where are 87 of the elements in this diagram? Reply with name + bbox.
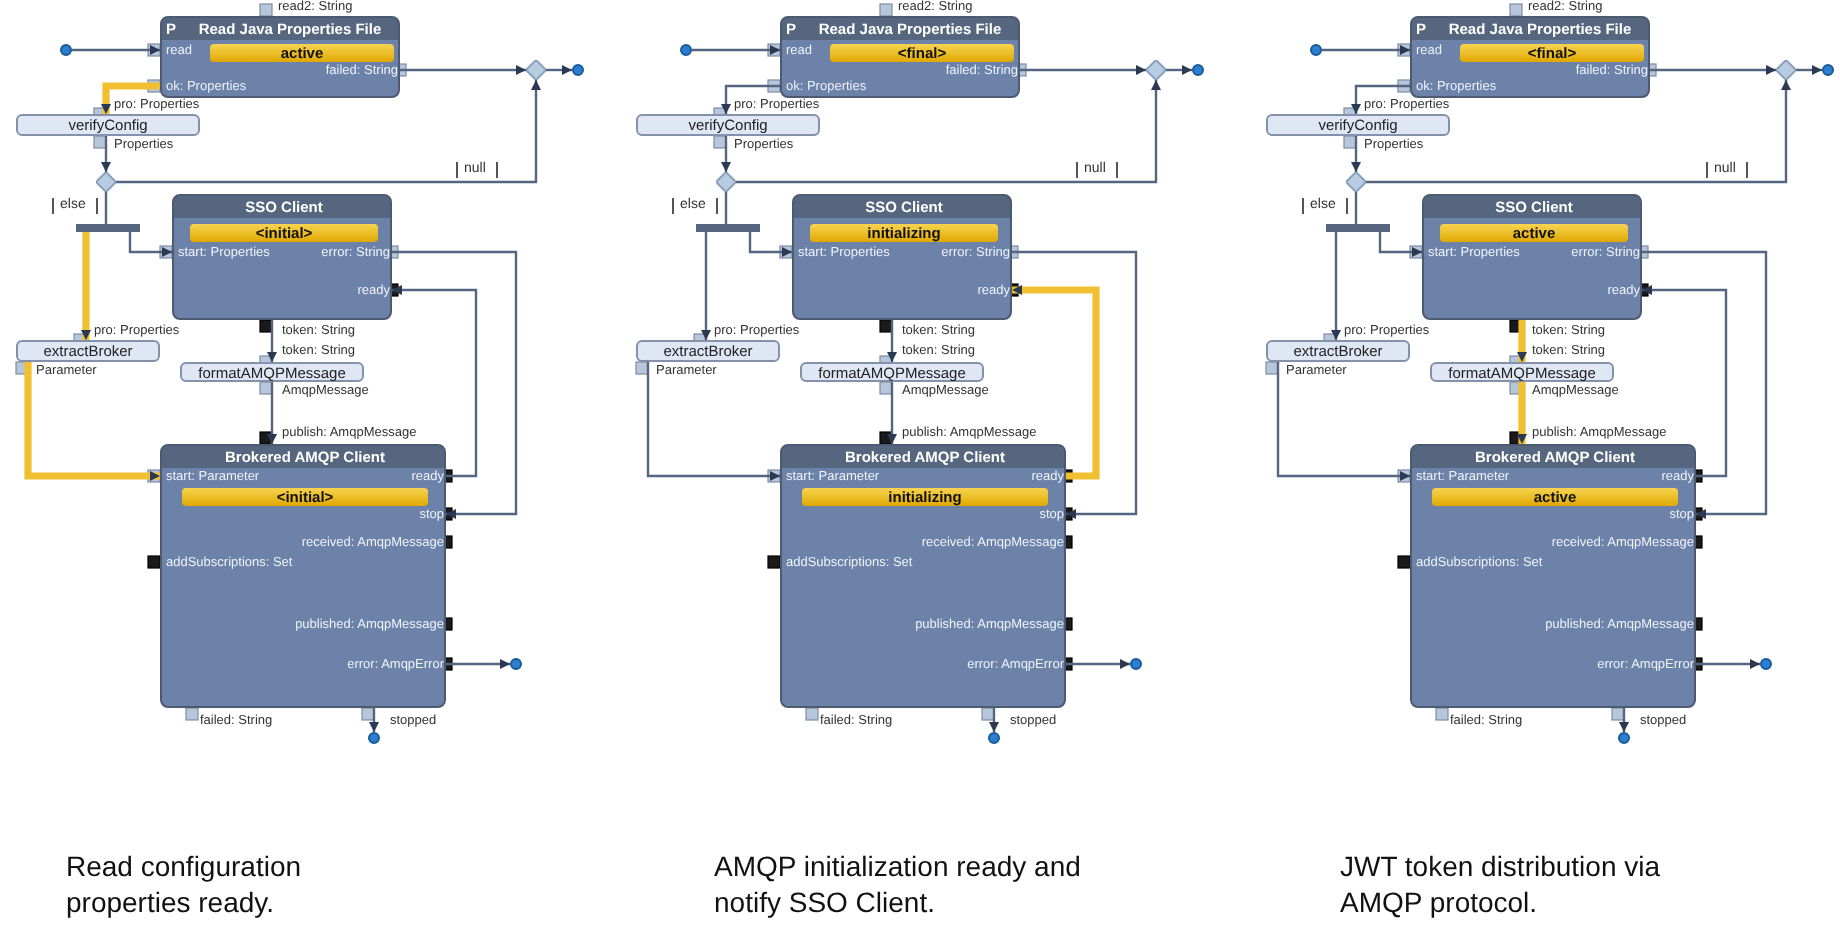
decision-diamond bbox=[716, 172, 736, 192]
decision-diamond bbox=[1146, 60, 1166, 80]
connector-arrow bbox=[989, 708, 999, 732]
connector-arrow bbox=[128, 232, 172, 257]
connector-arrow bbox=[736, 80, 1161, 184]
connector-arrow bbox=[1331, 232, 1341, 340]
component-box bbox=[172, 194, 392, 320]
connector-arrow bbox=[267, 320, 277, 362]
connector-arrow bbox=[1012, 285, 1100, 480]
connector-arrow bbox=[1276, 362, 1410, 481]
connector-arrow bbox=[101, 136, 111, 172]
action-box bbox=[1266, 340, 1410, 362]
connector-arrow bbox=[392, 250, 518, 519]
connector-arrow bbox=[267, 382, 277, 444]
connector-arrow bbox=[546, 65, 572, 75]
terminal-dot bbox=[680, 44, 692, 56]
component-box bbox=[780, 16, 1020, 98]
decision-diamond bbox=[1346, 172, 1366, 192]
terminal-dot bbox=[1130, 658, 1142, 670]
connector-arrow bbox=[1796, 65, 1822, 75]
caption-text: AMQP initialization ready and notify SSO Client. bbox=[714, 848, 1083, 920]
connector-arrow bbox=[1351, 136, 1361, 172]
connector-arrow bbox=[392, 285, 478, 478]
caption-text: JWT token distribution via AMQP protocol. bbox=[1340, 848, 1663, 920]
connector-arrow bbox=[887, 382, 897, 444]
connector-arrow bbox=[1378, 232, 1422, 257]
terminal-dot bbox=[1192, 64, 1204, 76]
connector-arrow bbox=[1650, 65, 1776, 75]
action-box bbox=[636, 340, 780, 362]
component-box bbox=[780, 444, 1066, 708]
connector-arrow bbox=[101, 82, 160, 114]
terminal-dot bbox=[368, 732, 380, 744]
component-box bbox=[160, 16, 400, 98]
connector-arrow bbox=[1517, 320, 1527, 362]
component-box bbox=[1410, 444, 1696, 708]
action-box bbox=[800, 362, 984, 382]
caption-text: Read configuration properties ready. bbox=[66, 848, 304, 920]
connector-arrow bbox=[1012, 250, 1138, 519]
component-box bbox=[1422, 194, 1642, 320]
terminal-dot bbox=[988, 732, 1000, 744]
action-box bbox=[636, 114, 820, 136]
connector-arrow bbox=[1642, 250, 1768, 519]
connector-arrow bbox=[81, 232, 91, 340]
connector-arrow bbox=[721, 84, 780, 114]
fork-bar bbox=[696, 224, 760, 232]
connector-arrow bbox=[24, 362, 160, 481]
terminal-dot bbox=[60, 44, 72, 56]
connector-arrow bbox=[1366, 80, 1791, 184]
connector-arrow bbox=[748, 232, 792, 257]
connector-arrow bbox=[701, 232, 711, 340]
decision-diamond bbox=[526, 60, 546, 80]
decision-diamond bbox=[1776, 60, 1796, 80]
terminal-dot bbox=[1822, 64, 1834, 76]
component-box bbox=[160, 444, 446, 708]
terminal-dot bbox=[510, 658, 522, 670]
terminal-dot bbox=[1760, 658, 1772, 670]
connector-arrow bbox=[1020, 65, 1146, 75]
fork-bar bbox=[1326, 224, 1390, 232]
connector-arrow bbox=[721, 136, 731, 172]
connector-arrow bbox=[1696, 659, 1760, 669]
connector-arrow bbox=[369, 708, 379, 732]
connector-arrow bbox=[1066, 659, 1130, 669]
connector-arrow bbox=[1642, 285, 1728, 478]
component-box bbox=[1410, 16, 1650, 98]
decision-diamond bbox=[96, 172, 116, 192]
connector-arrow bbox=[116, 80, 541, 184]
connector-arrow bbox=[1351, 84, 1410, 114]
connector-arrow bbox=[1517, 382, 1527, 444]
action-box bbox=[1266, 114, 1450, 136]
action-box bbox=[1430, 362, 1614, 382]
connector-arrow bbox=[400, 65, 526, 75]
connector-arrow bbox=[887, 320, 897, 362]
terminal-dot bbox=[1310, 44, 1322, 56]
connector-arrow bbox=[692, 45, 780, 55]
action-box bbox=[180, 362, 364, 382]
action-box bbox=[16, 340, 160, 362]
fork-bar bbox=[76, 224, 140, 232]
component-box bbox=[792, 194, 1012, 320]
connector-arrow bbox=[446, 659, 510, 669]
connector-arrow bbox=[646, 362, 780, 481]
connector-arrow bbox=[1166, 65, 1192, 75]
terminal-dot bbox=[572, 64, 584, 76]
connector-arrow bbox=[1619, 708, 1629, 732]
terminal-dot bbox=[1618, 732, 1630, 744]
action-box bbox=[16, 114, 200, 136]
connector-arrow bbox=[1322, 45, 1410, 55]
connector-arrow bbox=[72, 45, 160, 55]
